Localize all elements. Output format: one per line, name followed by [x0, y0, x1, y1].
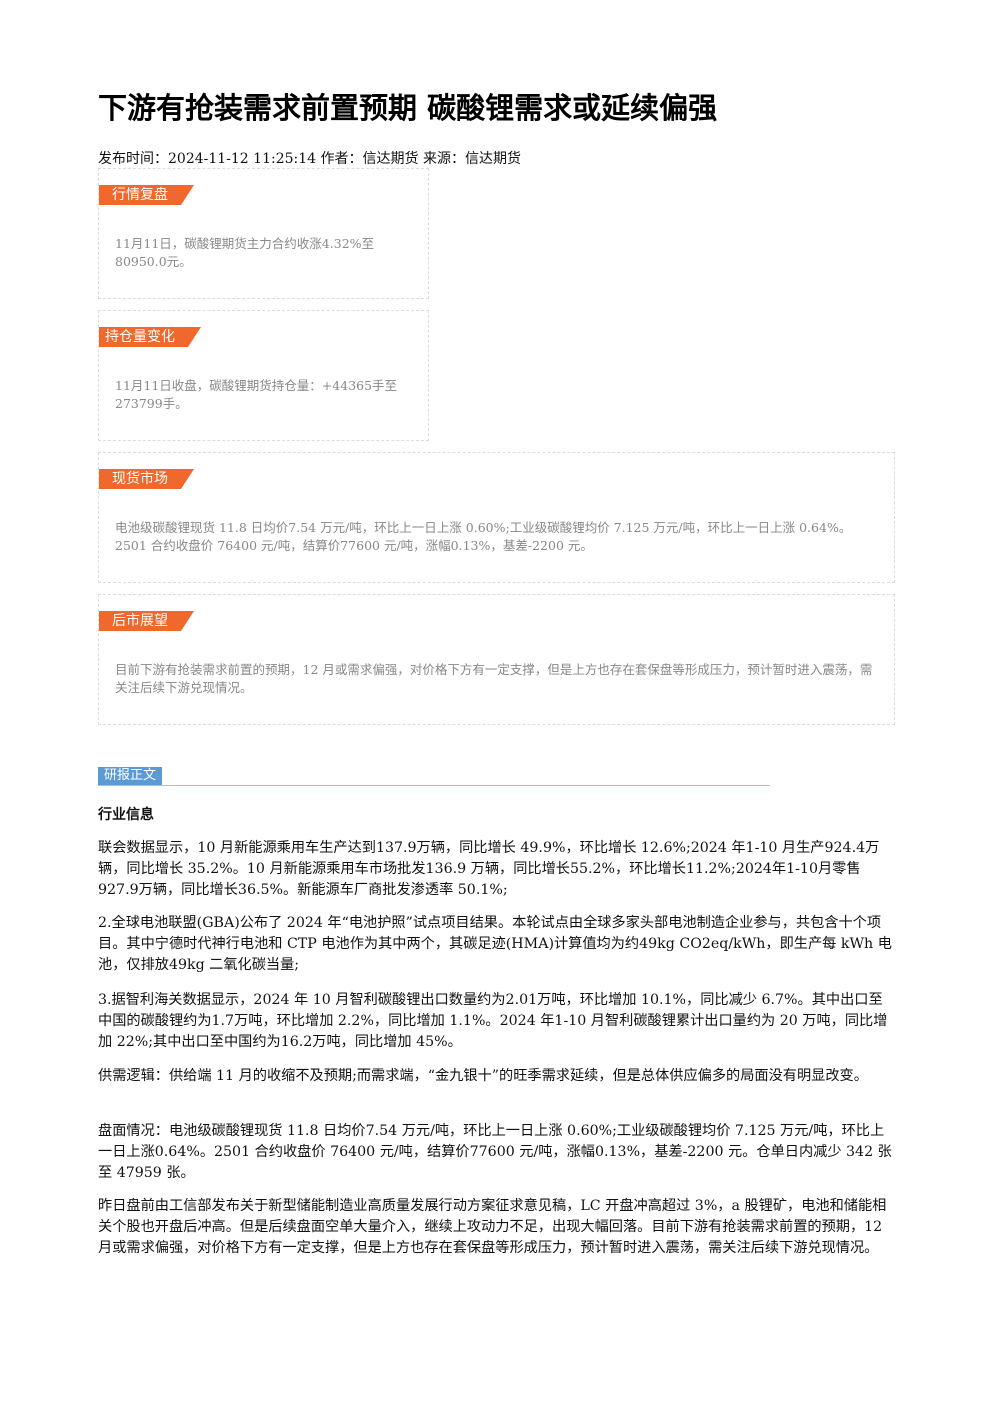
- report-paragraph: 昨日盘前由工信部发布关于新型储能制造业高质量发展行动方案征求意见稿，LC 开盘冲…: [98, 1198, 887, 1256]
- report-paragraph: 2.全球电池联盟(GBA)公布了 2024 年“电池护照”试点项目结果。本轮试点…: [98, 915, 892, 973]
- summary-box-outlook: 后市展望 目前下游有抢装需求前置的预期，12 月或需求偏强，对价格下方有一定支撑…: [98, 594, 895, 725]
- report-paragraph: 盘面情况：电池级碳酸锂现货 11.8 日均价7.54 万元/吨，环比上一日上涨 …: [98, 1123, 892, 1181]
- report-paragraph: 联会数据显示，10 月新能源乘用车生产达到137.9万辆，同比增长 49.9%，…: [98, 840, 880, 898]
- summary-text: 11月11日，碳酸锂期货主力合约收涨4.32%至80950.0元。: [115, 236, 375, 269]
- summary-tag: 现货市场: [99, 469, 194, 489]
- article-title: 下游有抢装需求前置预期 碳酸锂需求或延续偏强: [98, 91, 718, 125]
- summary-box-market-review: 行情复盘 11月11日，碳酸锂期货主力合约收涨4.32%至80950.0元。: [98, 168, 429, 299]
- summary-text: 11月11日收盘，碳酸锂期货持仓量：+44365手至273799手。: [115, 378, 398, 411]
- report-paragraph: 供需逻辑：供给端 11 月的收缩不及预期;而需求端，“金九银十”的旺季需求延续，…: [98, 1068, 868, 1084]
- summary-tag: 后市展望: [99, 611, 194, 631]
- summary-box-spot-market: 现货市场 电池级碳酸锂现货 11.8 日均价7.54 万元/吨，环比上一日上涨 …: [98, 452, 895, 583]
- report-paragraph: 3.据智利海关数据显示，2024 年 10 月智利碳酸锂出口数量约为2.01万吨…: [98, 992, 888, 1050]
- article-meta: 发布时间：2024-11-12 11:25:14 作者：信达期货 来源：信达期货: [98, 151, 521, 167]
- summary-text: 目前下游有抢装需求前置的预期，12 月或需求偏强，对价格下方有一定支撑，但是上方…: [115, 662, 873, 695]
- report-section-tag: 研报正文: [98, 767, 163, 785]
- industry-info-heading: 行业信息: [98, 807, 154, 823]
- summary-tag: 持仓量变化: [99, 327, 201, 347]
- summary-tag: 行情复盘: [99, 185, 194, 205]
- summary-box-open-interest: 持仓量变化 11月11日收盘，碳酸锂期货持仓量：+44365手至273799手。: [98, 310, 429, 441]
- section-divider: [98, 785, 770, 786]
- summary-text: 电池级碳酸锂现货 11.8 日均价7.54 万元/吨，环比上一日上涨 0.60%…: [115, 520, 852, 553]
